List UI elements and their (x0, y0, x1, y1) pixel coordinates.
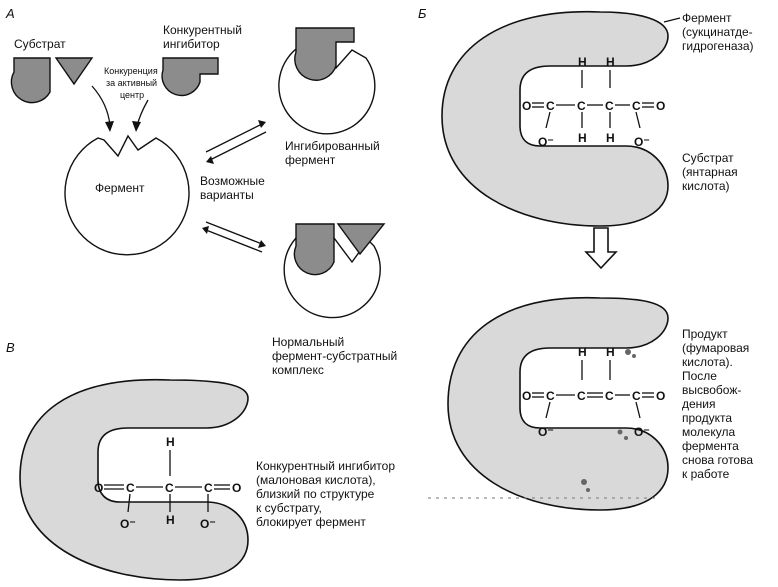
succinate-molecule: H H O C C C C O H H O⁻ O⁻ (522, 55, 665, 149)
svg-text:H: H (166, 435, 175, 449)
svg-text:O⁻: O⁻ (538, 425, 554, 439)
inhibitor-v-label-line1: Конкурентный ингибитор (256, 459, 395, 473)
arrows-to-enzyme (91, 85, 149, 132)
svg-text:C: C (577, 99, 586, 113)
inhibited-label-line1: Ингибированный (285, 139, 380, 153)
inhibitor-v-label-line3: близкий по структуре (256, 487, 375, 501)
enzyme-b-label-line3: гидрогеназа) (682, 39, 754, 53)
enzyme-b-pointer (663, 17, 681, 23)
svg-text:H: H (606, 131, 615, 145)
reaction-arrow (584, 227, 618, 270)
svg-text:O⁻: O⁻ (634, 135, 650, 149)
svg-text:H: H (578, 131, 587, 145)
svg-text:C: C (605, 99, 614, 113)
enzyme-b-label-line1: Фермент (682, 11, 732, 25)
equilibrium-arrows (202, 120, 267, 253)
competition-label-line1: Конкуренция (104, 66, 158, 76)
inhibitor-v-label-line2: (малоновая кислота), (256, 473, 376, 487)
panel-v-letter: В (6, 340, 15, 355)
product-label-line7: продукта (682, 411, 732, 425)
svg-text:H: H (578, 345, 587, 359)
normal-label-line2: фермент-субстратный (272, 349, 397, 363)
substrate-shape (10, 57, 94, 104)
svg-text:O: O (656, 389, 665, 403)
inhibited-label-line2: фермент (285, 153, 336, 167)
svg-text:C: C (204, 481, 213, 495)
svg-text:O⁻: O⁻ (200, 517, 216, 531)
inhibitor-label-line2: ингибитор (163, 37, 220, 51)
panel-a-letter: А (5, 6, 15, 21)
product-label-line10: снова готова (682, 453, 753, 467)
enzyme-b-label-line2: (сукцинатде- (682, 25, 753, 39)
enzyme-shape-b-top (441, 10, 669, 227)
substrate-label: Субстрат (14, 37, 66, 51)
inhibitor-label-line1: Конкурентный (163, 23, 242, 37)
svg-text:O⁻: O⁻ (120, 517, 136, 531)
malonate-molecule: H O C C C O H O⁻ O⁻ (94, 435, 241, 531)
competition-label-line3: центр (120, 90, 144, 100)
enzyme-substrate-complex (283, 223, 386, 319)
product-label-line8: молекула (682, 425, 735, 439)
product-label-line5: высвобож- (682, 383, 741, 397)
variants-label-line1: Возможные (200, 174, 265, 188)
normal-label-line1: Нормальный (272, 335, 344, 349)
enzyme-label-a: Фермент (95, 181, 145, 195)
svg-text:O: O (522, 389, 531, 403)
product-label-line4: После (682, 369, 717, 383)
speckle-marks (581, 349, 636, 492)
inhibitor-shape (161, 57, 219, 97)
inhibitor-v-label-line4: к субстрату, (256, 501, 322, 515)
product-label-line2: (фумаровая (682, 341, 749, 355)
svg-text:C: C (605, 389, 614, 403)
enzyme-shape-b-bottom (447, 296, 669, 511)
normal-label-line3: комплекс (272, 363, 324, 377)
inhibitor-v-label-line5: блокирует фермент (256, 515, 366, 529)
svg-text:C: C (632, 389, 641, 403)
svg-text:O: O (94, 481, 103, 495)
svg-text:O: O (232, 481, 241, 495)
svg-text:C: C (632, 99, 641, 113)
product-label-line1: Продукт (682, 327, 728, 341)
svg-text:O: O (522, 99, 531, 113)
svg-text:C: C (546, 99, 555, 113)
product-label-line11: к работе (682, 467, 730, 481)
svg-text:H: H (606, 55, 615, 69)
product-label-line9: фермента (682, 439, 739, 453)
substrate-b-label-line3: кислота) (682, 179, 730, 193)
svg-text:H: H (166, 513, 175, 527)
svg-text:O: O (656, 99, 665, 113)
inhibited-enzyme (278, 27, 376, 135)
panel-b-letter: Б (418, 6, 427, 21)
svg-text:C: C (165, 481, 174, 495)
enzyme-shape-v (19, 378, 249, 581)
competition-label-line2: за активный (106, 78, 157, 88)
substrate-b-label-line1: Субстрат (682, 151, 734, 165)
svg-text:C: C (126, 481, 135, 495)
substrate-b-label-line2: (янтарная (682, 165, 738, 179)
svg-text:C: C (577, 389, 586, 403)
svg-text:H: H (606, 345, 615, 359)
product-label-line3: кислота). (682, 355, 733, 369)
svg-text:O⁻: O⁻ (538, 135, 554, 149)
svg-text:C: C (546, 389, 555, 403)
enzyme-shape-a (64, 134, 190, 256)
fumarate-molecule: H H O C C C C O O⁻ O⁻ (522, 345, 665, 439)
variants-label-line2: варианты (200, 188, 254, 202)
svg-text:H: H (578, 55, 587, 69)
product-label-line6: дения (682, 397, 716, 411)
svg-text:O⁻: O⁻ (634, 425, 650, 439)
